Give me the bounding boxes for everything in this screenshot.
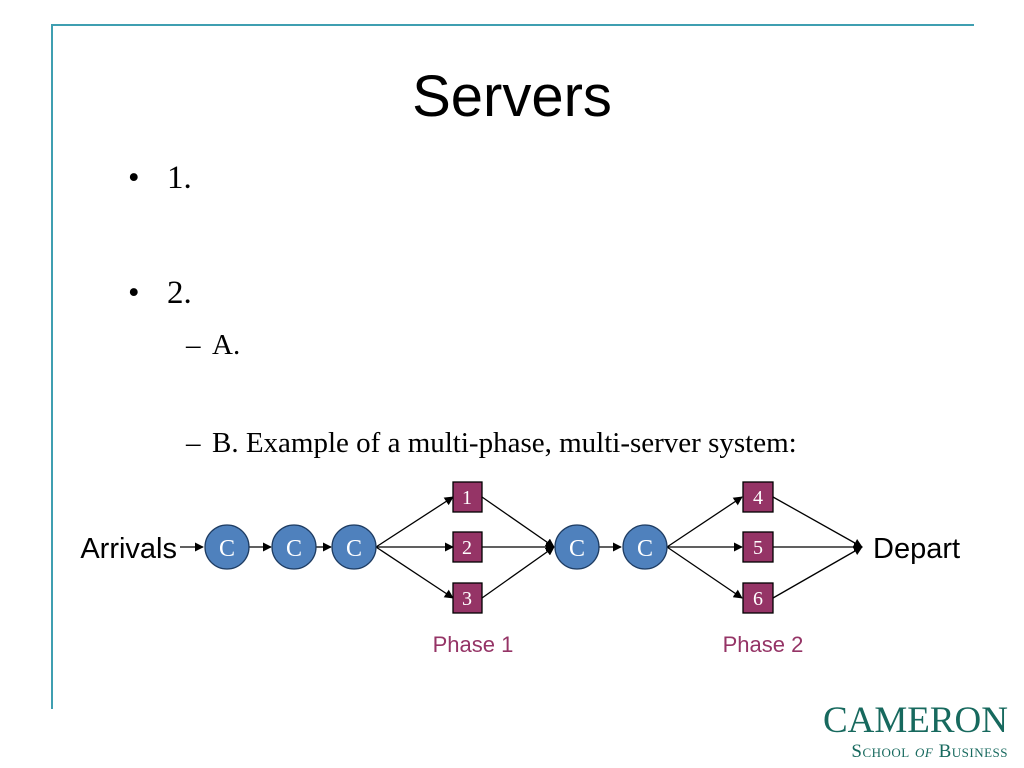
- server-box-5: 5: [742, 531, 774, 563]
- customer-circle-4: C: [554, 524, 600, 570]
- logo-subtitle-part-1: School: [851, 741, 915, 762]
- sub-bullet-mark: –: [186, 427, 201, 459]
- arrow-server-1-to-c4: [481, 496, 555, 548]
- sub-bullet-mark: –: [186, 329, 201, 361]
- logo-subtitle-part-2: Business: [933, 741, 1008, 762]
- arrivals-label: Arrivals: [80, 533, 177, 565]
- server-box-2: 2: [452, 531, 483, 563]
- server-label: 5: [753, 537, 763, 559]
- arrow-c5-to-server-6: [666, 546, 743, 599]
- logo-wordmark: CAMERON: [822, 700, 1008, 741]
- server-box-3: 3: [452, 582, 483, 614]
- customer-label: C: [219, 536, 235, 562]
- server-label: 2: [462, 537, 472, 559]
- server-label: 1: [462, 487, 472, 509]
- diagram-connectors: [180, 496, 863, 599]
- bullet-text: 1.: [167, 160, 192, 196]
- customer-circle-2: C: [271, 524, 317, 570]
- cameron-school-logo: CAMERON School of Business: [823, 702, 1008, 764]
- logo-subtitle-of: of: [914, 741, 934, 762]
- customer-label: C: [569, 536, 585, 562]
- phase-1-label: Phase 1: [433, 632, 514, 657]
- bullet-text: 2.: [167, 275, 192, 311]
- arrow-c5-to-server-4: [666, 496, 743, 548]
- bullet-mark: •: [128, 275, 140, 311]
- depart-label: Depart: [873, 533, 960, 565]
- arrow-server-6-to-depart: [772, 546, 863, 599]
- logo-subtitle: School of Business: [823, 740, 1008, 764]
- arrow-server-4-to-depart: [772, 496, 863, 548]
- sub-bullet-b: –B. Example of a multi-phase, multi-serv…: [186, 425, 797, 461]
- server-label: 4: [753, 487, 763, 509]
- server-box-1: 1: [452, 481, 483, 513]
- bullet-2: • 2.: [128, 273, 192, 313]
- customer-label: C: [286, 536, 302, 562]
- customer-label: C: [346, 536, 362, 562]
- phase-2-label: Phase 2: [723, 632, 804, 657]
- sub-bullet-text: B. Example of a multi-phase, multi-serve…: [212, 427, 797, 459]
- customer-circle-1: C: [204, 524, 250, 570]
- arrow-server-3-to-c4: [481, 546, 555, 599]
- slide-title: Servers: [412, 64, 612, 129]
- customer-circle-3: C: [331, 524, 377, 570]
- customer-circle-5: C: [622, 524, 668, 570]
- arrow-c3-to-server-1: [375, 496, 454, 548]
- server-box-6: 6: [742, 582, 774, 614]
- frame-top-rule: [52, 24, 974, 26]
- bullet-1: • 1.: [128, 158, 192, 198]
- server-box-4: 4: [742, 481, 774, 513]
- sub-bullet-a: –A.: [186, 327, 240, 363]
- frame-left-rule: [51, 24, 53, 709]
- sub-bullet-text: A.: [212, 329, 241, 361]
- bullet-mark: •: [128, 160, 140, 196]
- server-label: 3: [462, 588, 472, 610]
- arrow-c3-to-server-3: [375, 546, 454, 599]
- server-label: 6: [753, 588, 763, 610]
- customer-label: C: [637, 536, 653, 562]
